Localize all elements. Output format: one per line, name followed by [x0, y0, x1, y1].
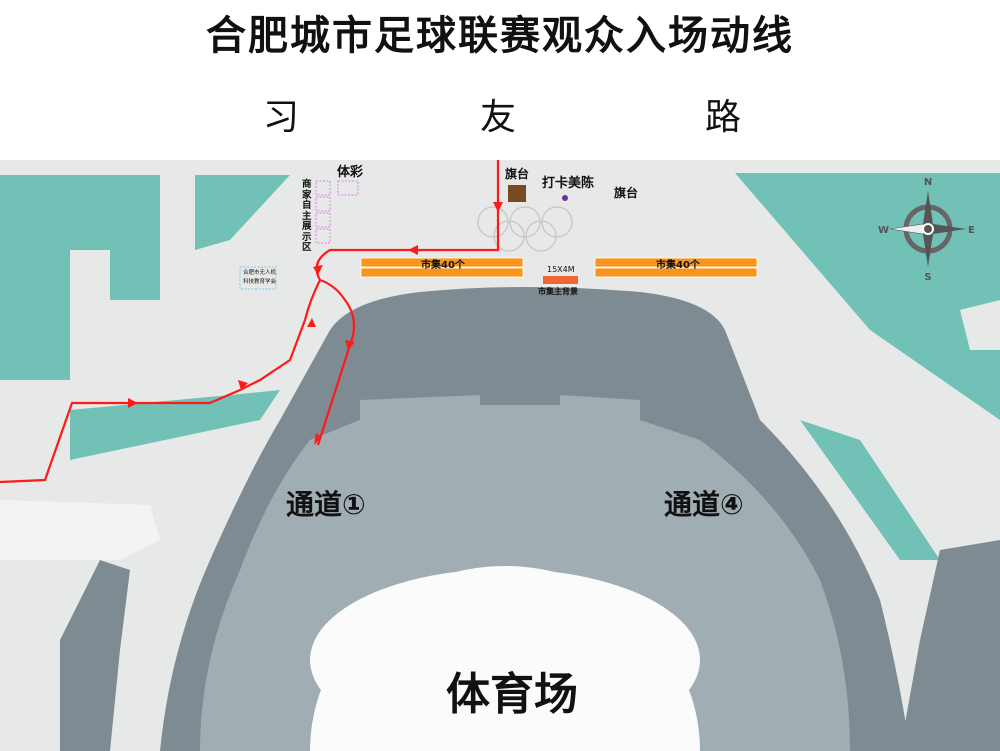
site-map: N S E W — [0, 160, 1000, 751]
flag-stage-label: 旗台 — [614, 186, 639, 200]
flag-stage — [508, 185, 526, 202]
market-stalls — [360, 257, 758, 278]
drone-society-label: 合肥市无人机 — [243, 270, 277, 276]
lottery-label: 体彩 — [337, 165, 364, 180]
photo-spot-label: 打卡美陈 — [542, 176, 595, 191]
road-label-char: 友 — [480, 97, 517, 138]
arrow-icon — [313, 265, 323, 275]
green-area-northwest — [0, 175, 160, 380]
lottery-booth — [337, 180, 359, 196]
green-area-northeast — [735, 173, 1000, 420]
compass-e: E — [968, 225, 975, 236]
arrow-icon — [345, 340, 355, 350]
stadium-label: 体育场 — [446, 669, 578, 720]
building-west — [60, 560, 130, 751]
building-east — [900, 540, 1000, 751]
page-title: 合肥城市足球联赛观众入场动线 — [206, 13, 794, 59]
road-label-char: 习 — [263, 97, 300, 138]
green-areas — [0, 173, 1000, 560]
green-area-west — [70, 390, 280, 460]
photo-spot-marker — [562, 195, 568, 201]
gate-4-label: 通道④ — [664, 488, 744, 521]
route-arrows — [128, 202, 503, 445]
compass-n: N — [924, 177, 932, 188]
gate-1-label: 通道① — [286, 488, 366, 521]
compass-icon: N S E W — [878, 177, 975, 283]
plaza — [0, 500, 160, 560]
green-area-east — [800, 420, 940, 560]
backdrop-size-label: 15X4M — [547, 265, 575, 274]
arrow-icon — [493, 202, 503, 212]
compass-w: W — [878, 225, 889, 236]
olympic-rings — [477, 206, 573, 252]
market-right-label: 市集40个 — [656, 260, 700, 271]
road-label-char: 路 — [705, 97, 742, 138]
drone-society-label: 科技教育学会 — [243, 279, 277, 285]
arrow-icon — [238, 380, 248, 390]
drone-society-booth — [239, 266, 277, 290]
entry-route[interactable] — [0, 160, 500, 484]
vendor-booths — [315, 180, 359, 244]
market-backdrop — [543, 276, 578, 284]
green-area — [195, 175, 290, 250]
arrow-icon — [314, 433, 322, 445]
compass-s: S — [924, 272, 931, 283]
backdrop-label: 市集主背景 — [538, 287, 578, 296]
arrow-icon — [307, 318, 316, 327]
arrow-icon — [128, 398, 138, 408]
vendor-area-label: 商家自主展示区 — [302, 179, 312, 253]
flag-stage-label: 旗台 — [505, 167, 530, 181]
market-left-label: 市集40个 — [421, 260, 465, 271]
arrow-icon — [408, 245, 418, 255]
stadium-pitch-fill — [310, 569, 700, 751]
